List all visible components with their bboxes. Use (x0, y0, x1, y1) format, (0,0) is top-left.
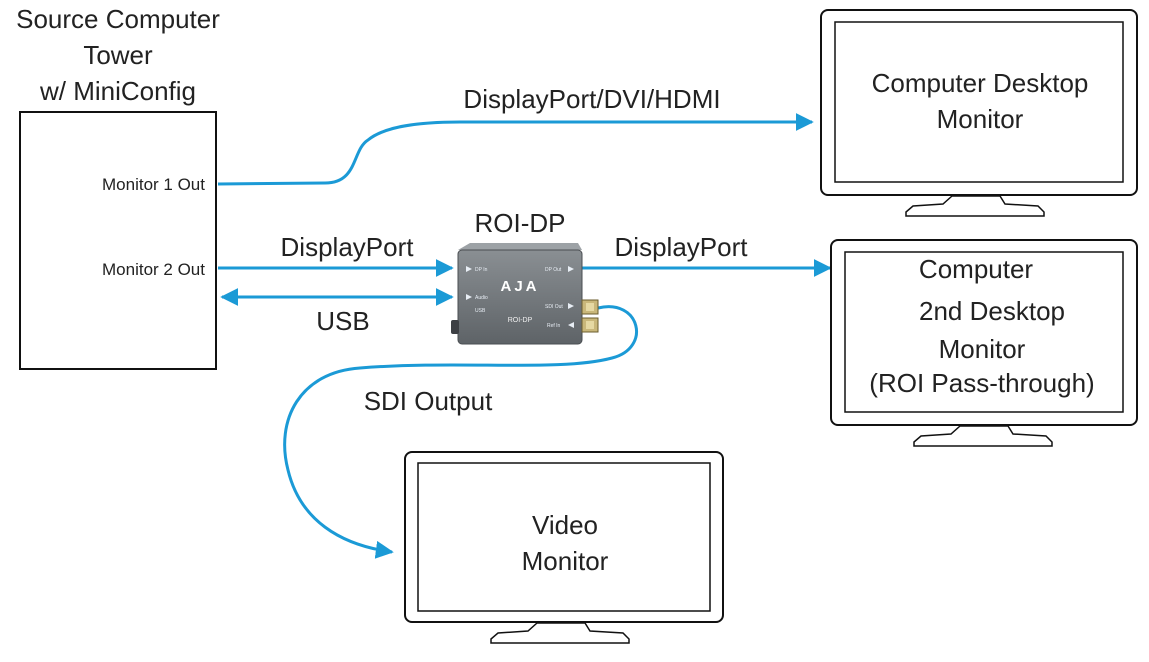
bnc-connector-sdi (581, 299, 599, 315)
aja-logo: AJA (500, 278, 539, 295)
computer-desktop-monitor: Computer Desktop Monitor (820, 9, 1138, 217)
cable-sdi (283, 305, 638, 559)
label-usb: USB (316, 306, 369, 336)
tower-box (19, 111, 217, 370)
label-displayport-out: DisplayPort (615, 232, 749, 262)
video-monitor: Video Monitor (404, 451, 724, 644)
tower-title-line-3: w/ MiniConfig (39, 76, 196, 106)
monitor-stand (913, 425, 1053, 447)
label-displayport-in: DisplayPort (281, 232, 415, 262)
cables (217, 113, 832, 559)
port-usb: USB (475, 308, 486, 314)
monitor-stand (905, 195, 1045, 217)
port-audio: Audio (475, 295, 488, 301)
monitor-stand (490, 622, 630, 644)
port-ref-in: Ref In (547, 323, 561, 329)
second-monitor-label-line-3: Monitor (939, 334, 1026, 364)
label-sdi-output: SDI Output (364, 386, 493, 416)
tower-title-line-1: Source Computer (16, 4, 220, 34)
second-monitor-label-line-4: (ROI Pass-through) (869, 368, 1094, 398)
connection-labels: DisplayPort/DVI/HDMI DisplayPort USB Dis… (281, 84, 749, 416)
roi-dp-device: ROI-DP DP In Audio USB DP Out SDI Out Re… (451, 208, 599, 345)
video-monitor-label-line-2: Monitor (522, 546, 609, 576)
second-desktop-monitor: Computer 2nd Desktop Monitor (ROI Pass-t… (830, 239, 1138, 447)
device-model-label: ROI-DP (508, 317, 533, 324)
monitor-2-out-label: Monitor 2 Out (102, 260, 205, 279)
video-monitor-label-line-1: Video (532, 510, 598, 540)
label-displayport-dvi-hdmi: DisplayPort/DVI/HDMI (463, 84, 720, 114)
device-title: ROI-DP (475, 208, 566, 238)
port-dp-in: DP In (475, 267, 488, 273)
tower-title-line-2: Tower (83, 40, 153, 70)
second-monitor-label-line-2: 2nd Desktop (919, 296, 1065, 326)
device-top-edge (458, 243, 582, 250)
cable-monitor-1 (217, 113, 814, 186)
monitor-1-out-label: Monitor 1 Out (102, 175, 205, 194)
bnc-connector-ref (581, 317, 599, 333)
device-power-jack (451, 320, 459, 334)
second-monitor-label-line-1: Computer (919, 254, 1033, 284)
desktop-monitor-label-line-1: Computer Desktop (872, 68, 1089, 98)
port-sdi-out: SDI Out (545, 304, 563, 310)
port-dp-out: DP Out (545, 267, 562, 273)
device-body (457, 249, 583, 345)
source-computer-tower: Source Computer Tower w/ MiniConfig Moni… (16, 4, 220, 370)
desktop-monitor-label-line-2: Monitor (937, 104, 1024, 134)
